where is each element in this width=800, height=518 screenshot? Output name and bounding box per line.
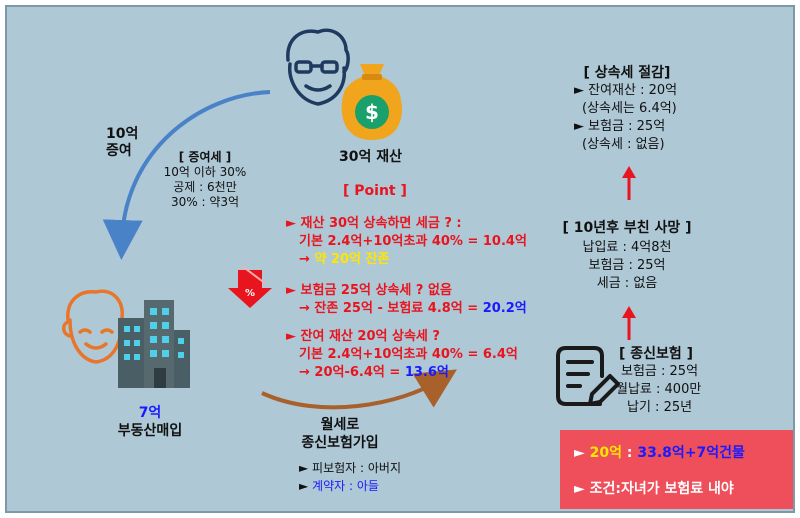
contractor-arrow: ► — [299, 479, 313, 493]
result-remaining: 20억 — [589, 445, 623, 461]
result-separator: : — [622, 445, 638, 461]
point-3-line-3: → 20억-6.4억 = 13.6억 — [299, 364, 449, 381]
gift-arrow — [102, 90, 271, 260]
gift-amount: 10억 — [106, 126, 139, 142]
up-arrow-1 — [622, 166, 636, 200]
gift-tax-title: [ 증여세 ] — [178, 150, 232, 164]
result-total: 33.8억+7억건물 — [637, 445, 745, 461]
document-pen-icon — [556, 346, 620, 406]
dollar-symbol: $ — [365, 100, 379, 124]
up-arrow-2 — [622, 306, 636, 340]
gift-tax-line-3: 30% : 약3억 — [170, 195, 240, 209]
point-1-arrow: → — [299, 252, 310, 267]
point-3-text: → 20억-6.4억 = — [299, 365, 405, 380]
realestate-label: 부동산매입 — [117, 423, 183, 439]
father-face-icon — [286, 28, 350, 106]
death-title: [ 10년후 부친 사망 ] — [562, 220, 692, 236]
percent-badge: % — [245, 288, 255, 299]
point-1-line-3: → 약 20억 잔존 — [299, 251, 389, 268]
point-1-line-2: 기본 2.4억+10억초과 40% = 10.4억 — [299, 234, 527, 249]
point-2-line-1: ► 보험금 25억 상속세 ? 없음 — [286, 283, 452, 298]
point-2-text: → 잔존 25억 - 보험료 4.8억 = — [299, 301, 483, 316]
point-2-value: 20.2억 — [482, 301, 527, 316]
point-1-result: 약 20억 잔존 — [314, 252, 390, 267]
monthly-arrow — [261, 369, 457, 410]
insurance-line-1: 보험금 : 25억 — [621, 364, 699, 379]
savings-line-4: (상속세 : 없음) — [582, 137, 665, 152]
insurance-title: [ 종신보험 ] — [619, 346, 694, 362]
asset-label: 30억 재산 — [339, 149, 402, 165]
down-percent-icon: % — [228, 265, 272, 308]
monthly-insured: ► 피보험자 : 아버지 — [299, 461, 401, 475]
monthly-contractor: 계약자 : 아들 — [312, 479, 379, 493]
point-1-line-1: ► 재산 30억 상속하면 세금 ? : — [286, 216, 462, 231]
point-title: [ Point ] — [343, 183, 407, 199]
point-2-line-2: → 잔존 25억 - 보험료 4.8억 = 20.2억 — [299, 300, 527, 317]
point-3-line-1: ► 잔여 재산 20억 상속세 ? — [286, 329, 440, 344]
savings-line-3: ► 보험금 : 25억 — [574, 119, 666, 134]
result-arrow: ► — [574, 445, 590, 461]
savings-line-1: ► 잔여재산 : 20억 — [574, 83, 678, 98]
death-line-1: 납입료 : 4억8천 — [582, 240, 672, 255]
point-3-value: 13.6억 — [404, 365, 449, 380]
insurance-line-3: 납기 : 25년 — [627, 400, 693, 415]
monthly-contractor-row: ► 계약자 : 아들 — [299, 479, 379, 494]
savings-title: [ 상속세 절감] — [583, 65, 671, 81]
building-icon — [118, 300, 190, 388]
result-line-2: ► 조건:자녀가 보험료 내야 — [574, 481, 734, 497]
death-line-3: 세금 : 없음 — [596, 276, 658, 291]
death-line-2: 보험금 : 25억 — [588, 258, 666, 273]
result-line-1: ► 20억 : 33.8억+7억건물 — [574, 442, 745, 462]
son-face-icon — [62, 289, 128, 364]
realestate-amount: 7억 — [138, 405, 162, 421]
monthly-line-2: 종신보험가입 — [301, 435, 379, 451]
gift-label: 증여 — [106, 143, 132, 159]
money-bag-icon: $ — [341, 64, 402, 140]
gift-tax-line-1: 10억 이하 30% — [163, 165, 247, 179]
insurance-line-2: 월납료 : 400만 — [616, 382, 702, 397]
monthly-line-1: 월세로 — [320, 417, 360, 433]
point-3-line-2: 기본 2.4억+10억초과 40% = 6.4억 — [299, 347, 518, 362]
gift-tax-line-2: 공제 : 6천만 — [173, 180, 237, 194]
result-box: ► 20억 : 33.8억+7억건물 ► 조건:자녀가 보험료 내야 — [560, 430, 793, 509]
savings-line-2: (상속세는 6.4억) — [582, 101, 677, 116]
